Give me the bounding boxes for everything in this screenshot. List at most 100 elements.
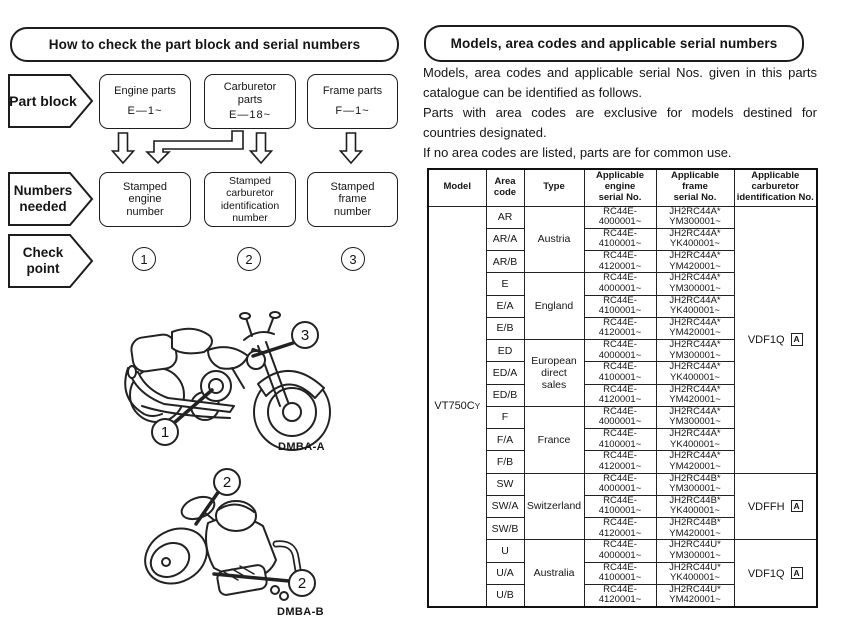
- check-point-label-shape: Check point: [8, 234, 94, 288]
- frame-serial-cell: JH2RC44A* YM420001~: [655, 316, 735, 341]
- stamped-frame-number-label: Stamped frame number: [330, 180, 375, 218]
- callout-number-1: 1: [161, 424, 169, 441]
- checkpoint-number-1: 1: [140, 251, 148, 267]
- intro-text: Models, area codes and applicable serial…: [423, 63, 817, 163]
- part-block-label: Part block: [9, 92, 77, 109]
- engine-serial-cell: RC44E- 4120001~: [583, 450, 657, 474]
- callout-circle-2-top: [213, 468, 241, 496]
- checkpoint-circle-2: 2: [237, 247, 261, 271]
- frame-serial-cell: JH2RC44A* YK400001~: [655, 427, 735, 452]
- callout-leader: [172, 388, 214, 425]
- frame-serial-cell: JH2RC44A* YM300001~: [655, 338, 735, 363]
- intro-paragraph-3: If no area codes are listed, parts are f…: [423, 145, 732, 160]
- area-code-cell: U/B: [485, 583, 525, 608]
- col-header-carburetor-id: Applicable carburetor identification No.: [733, 168, 818, 207]
- table-row: F France RC44E- 4000001~ JH2RC44A* YM300…: [428, 405, 817, 474]
- stamped-carburetor-number-box: Stamped carburetor identification number: [204, 172, 296, 227]
- engine-serial-cell: RC44E- 4120001~: [583, 516, 657, 541]
- intro-paragraph-1: Models, area codes and applicable serial…: [423, 65, 817, 100]
- area-code-cell: AR/B: [485, 249, 525, 274]
- saddlebag: [130, 333, 178, 373]
- area-code-cell: AR/A: [485, 227, 525, 252]
- frame-serial-cell: JH2RC44B* YK400001~: [655, 494, 735, 519]
- callout-circle-3: [291, 321, 319, 349]
- table-row: U Australia RC44E- 4000001~ JH2RC44U* YM…: [428, 539, 818, 608]
- area-code-cell: F/B: [485, 450, 525, 474]
- frame-serial-cell: JH2RC44A* YM420001~: [655, 383, 735, 407]
- part-block-label-shape: Part block: [8, 74, 94, 128]
- engine-serial-cell: RC44E- 4100001~: [583, 227, 657, 252]
- boxed-a-tag: A: [790, 499, 803, 513]
- engine-parts-label: Engine parts: [114, 85, 176, 98]
- area-code-cell: U/A: [485, 561, 525, 585]
- carburetor-figure: 2 2: [144, 468, 316, 601]
- type-cell: Australia: [523, 539, 585, 608]
- down-arrow-icon: [248, 132, 274, 165]
- right-title-pill: Models, area codes and applicable serial…: [424, 25, 804, 62]
- model-cell: VT750CY: [427, 205, 487, 608]
- type-cell: Austria: [523, 205, 585, 274]
- engine-serial-cell: RC44E- 4100001~: [583, 427, 657, 452]
- col-header-type: Type: [523, 168, 585, 207]
- handlebar: [243, 331, 275, 341]
- frame-parts-code: F—1~: [335, 105, 370, 117]
- table-row: ED/B RC44E- 4120001~ JH2RC44A* YM420001~: [428, 383, 817, 407]
- area-code-cell: E: [485, 272, 525, 296]
- col-header-model: Model: [427, 168, 487, 207]
- engine-serial-cell: RC44E- 4000001~: [583, 405, 657, 430]
- numbers-needed-label: Numbers needed: [13, 183, 73, 214]
- frame-serial-cell: JH2RC44A* YK400001~: [655, 294, 735, 318]
- callout-leader: [251, 341, 295, 358]
- table-row: U/A RC44E- 4100001~ JH2RC44U* YK400001~: [428, 561, 817, 585]
- callout-number-2: 2: [298, 575, 306, 592]
- callout-number-2: 2: [223, 474, 231, 491]
- mirror: [239, 312, 251, 320]
- table-row: F/B RC44E- 4120001~ JH2RC44A* YM420001~: [428, 450, 817, 474]
- engine-serial-cell: RC44E- 4000001~: [583, 272, 657, 296]
- model-name: VT750C: [434, 400, 475, 413]
- stamped-engine-number-box: Stamped engine number: [99, 172, 191, 227]
- area-code-cell: ED/A: [485, 361, 525, 385]
- area-code-cell: E/A: [485, 294, 525, 318]
- vacuum-chamber: [144, 527, 208, 585]
- carb-id: VDF1Q: [747, 334, 785, 346]
- area-code-cell: SW: [485, 472, 525, 496]
- engine-serial-cell: RC44E- 4000001~: [583, 205, 657, 229]
- frame-serial-cell: JH2RC44A* YM420001~: [655, 249, 735, 274]
- engine-serial-cell: RC44E- 4100001~: [583, 361, 657, 385]
- carb-id: VDFFH: [747, 500, 785, 513]
- callout-leader: [194, 489, 221, 526]
- callout-number-3: 3: [301, 327, 309, 344]
- engine-serial-cell: RC44E- 4120001~: [583, 316, 657, 341]
- table-row: AR/A RC44E- 4100001~ JH2RC44A* YK400001~: [428, 227, 817, 252]
- area-code-cell: ED: [485, 338, 525, 363]
- down-arrow-icon: [338, 132, 364, 165]
- stamped-engine-number-label: Stamped engine number: [122, 180, 168, 218]
- checkpoint-number-2: 2: [245, 251, 253, 267]
- fuel-tank: [207, 346, 249, 370]
- exhaust-pipe: [129, 371, 235, 413]
- frame-serial-cell: JH2RC44U* YM420001~: [655, 583, 735, 608]
- frame-serial-cell: JH2RC44A* YM300001~: [655, 272, 735, 296]
- seat: [171, 327, 213, 355]
- rear-fender: [124, 367, 163, 417]
- area-code-cell: SW/A: [485, 494, 525, 519]
- col-header-frame-serial: Applicable frame serial No.: [655, 168, 735, 207]
- pentagon-shape: [8, 74, 94, 128]
- table-row: F/A RC44E- 4100001~ JH2RC44A* YK400001~: [428, 427, 817, 452]
- elbow-arrow-icon: [145, 130, 244, 165]
- area-code-cell: F: [485, 405, 525, 430]
- engine-serial-cell: RC44E- 4100001~: [583, 561, 657, 585]
- callout-circle-1: [151, 418, 179, 446]
- col-header-area-code: Area code: [485, 168, 525, 207]
- engine-parts-code: E—1~: [127, 105, 163, 117]
- type-cell: European direct sales: [523, 339, 585, 407]
- frame-parts-label: Frame parts: [322, 85, 383, 98]
- table-row: E/B RC44E- 4120001~ JH2RC44A* YM420001~: [428, 316, 817, 341]
- left-title-pill: How to check the part block and serial n…: [10, 27, 399, 62]
- engine-parts-box: Engine parts E—1~: [99, 74, 191, 129]
- area-code-cell: AR: [485, 205, 525, 229]
